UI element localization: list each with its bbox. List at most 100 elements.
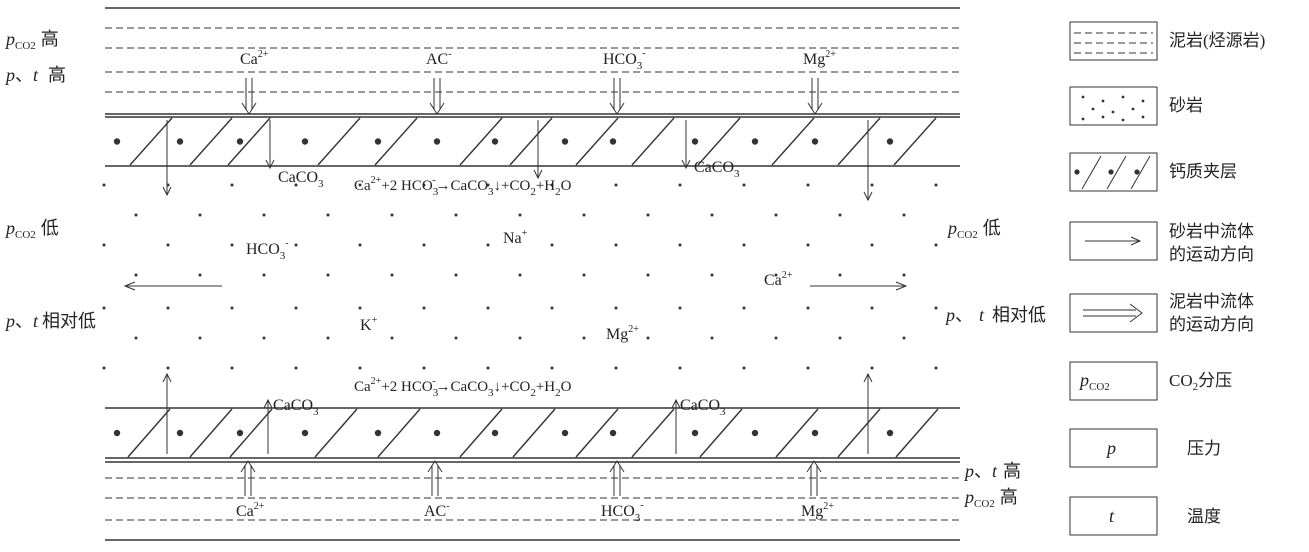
sand-grain — [1141, 99, 1145, 103]
sand-grain — [486, 183, 490, 187]
sand-grain — [294, 306, 298, 310]
hatch-line — [575, 117, 619, 166]
hatch-line — [697, 117, 741, 166]
sand-grain — [870, 183, 874, 187]
sand-grain — [262, 336, 266, 340]
sand-grain — [870, 366, 874, 370]
double-arrow-down-icon — [429, 78, 445, 115]
hatch-line — [895, 408, 939, 458]
reaction-equation-bottom: Ca2++2 HCO3-→CaCO3↓+CO2+H2O — [354, 376, 572, 399]
arrow-down-icon — [265, 120, 275, 170]
double-arrow-down-icon — [609, 78, 625, 115]
ion-ca-sand: Ca2+ — [764, 270, 793, 289]
sand-grain — [678, 183, 682, 187]
sand-grain — [838, 213, 842, 217]
sand-grain — [390, 213, 394, 217]
legend: 泥岩(烃源岩) 砂岩 钙质夹层 砂岩中流体 的运动方向 — [1069, 21, 1265, 536]
sand-grain — [710, 273, 714, 277]
ion-ac-top: AC- — [426, 49, 452, 68]
legend-item-mudstone: 泥岩(烃源岩) — [1069, 21, 1265, 61]
sand-grain — [262, 213, 266, 217]
sand-grain — [646, 336, 650, 340]
caco3-label: CaCO3 — [694, 159, 740, 180]
double-arrow-up-icon — [806, 460, 822, 496]
ion-ca-top: Ca2+ — [240, 49, 269, 68]
caco3-label: CaCO3 — [680, 397, 726, 418]
sand-grain — [102, 306, 106, 310]
sand-grain — [102, 366, 106, 370]
ion-hco3-bottom: HCO3- — [601, 500, 644, 524]
sand-grain — [454, 273, 458, 277]
mudstone-top-layer — [105, 7, 960, 115]
sand-grain — [198, 213, 202, 217]
calcite-dot — [113, 138, 121, 145]
sand-grain — [230, 306, 234, 310]
hatch-line — [377, 408, 421, 458]
sand-grain — [934, 183, 938, 187]
legend-item-pco2: pCO2 CO2分压 — [1069, 361, 1232, 401]
sand-grain — [358, 243, 362, 247]
sand-grain — [614, 366, 618, 370]
sand-grain — [358, 306, 362, 310]
sand-grain — [326, 213, 330, 217]
sand-grain — [134, 213, 138, 217]
hatch-line — [631, 117, 675, 166]
sand-grain — [518, 273, 522, 277]
sand-grain — [390, 336, 394, 340]
sand-grain — [1081, 117, 1085, 121]
calcite-dot — [609, 138, 617, 145]
ion-ca-bottom: Ca2+ — [236, 501, 265, 520]
ion-hco3-sand: HCO3- — [246, 238, 289, 262]
calcite-dot — [113, 429, 121, 437]
sand-grain — [294, 183, 298, 187]
sand-grain — [198, 273, 202, 277]
hatch-line — [459, 408, 503, 458]
sand-grain — [646, 213, 650, 217]
hatch-line — [837, 408, 881, 458]
ion-ac-bottom: AC- — [424, 501, 450, 520]
calcite-dot — [886, 429, 894, 437]
sand-grain — [134, 336, 138, 340]
sand-grain — [582, 213, 586, 217]
sand-grain — [518, 213, 522, 217]
hatch-line — [127, 408, 171, 458]
hatch-line — [775, 408, 819, 458]
legend-label: 的运动方向 — [1169, 245, 1254, 264]
legend-item-calcareous: 钙质夹层 — [1069, 152, 1237, 192]
sand-grain — [358, 183, 362, 187]
ion-hco3-top: HCO3- — [603, 48, 646, 72]
sand-grain — [166, 366, 170, 370]
legend-label: 砂岩中流体 — [1169, 222, 1254, 241]
sand-grain — [518, 336, 522, 340]
ion-na-sand: Na+ — [503, 228, 528, 247]
calcite-dot — [886, 138, 894, 145]
sand-grain — [1081, 95, 1085, 99]
arrow-up-icon — [162, 372, 172, 454]
hatch-line — [893, 117, 937, 166]
sand-grain — [774, 273, 778, 277]
hatch-line — [374, 117, 418, 166]
arrow-right-icon — [810, 281, 908, 291]
sand-grain — [614, 243, 618, 247]
sand-grain — [902, 273, 906, 277]
sand-grain — [198, 336, 202, 340]
sand-grain — [294, 366, 298, 370]
sand-grain — [230, 183, 234, 187]
sand-grain — [550, 366, 554, 370]
sand-grain — [806, 366, 810, 370]
legend-label: 温度 — [1187, 507, 1221, 526]
legend-label: 压力 — [1187, 439, 1221, 458]
calcareous-layer-top — [105, 116, 960, 167]
sand-grain — [806, 243, 810, 247]
calcite-dot — [374, 138, 382, 145]
double-arrow-right-icon — [1083, 303, 1143, 323]
sand-grain — [422, 366, 426, 370]
sand-grain — [230, 243, 234, 247]
calcite-dot — [811, 138, 819, 145]
sand-grain — [742, 366, 746, 370]
sand-grain — [1101, 99, 1105, 103]
